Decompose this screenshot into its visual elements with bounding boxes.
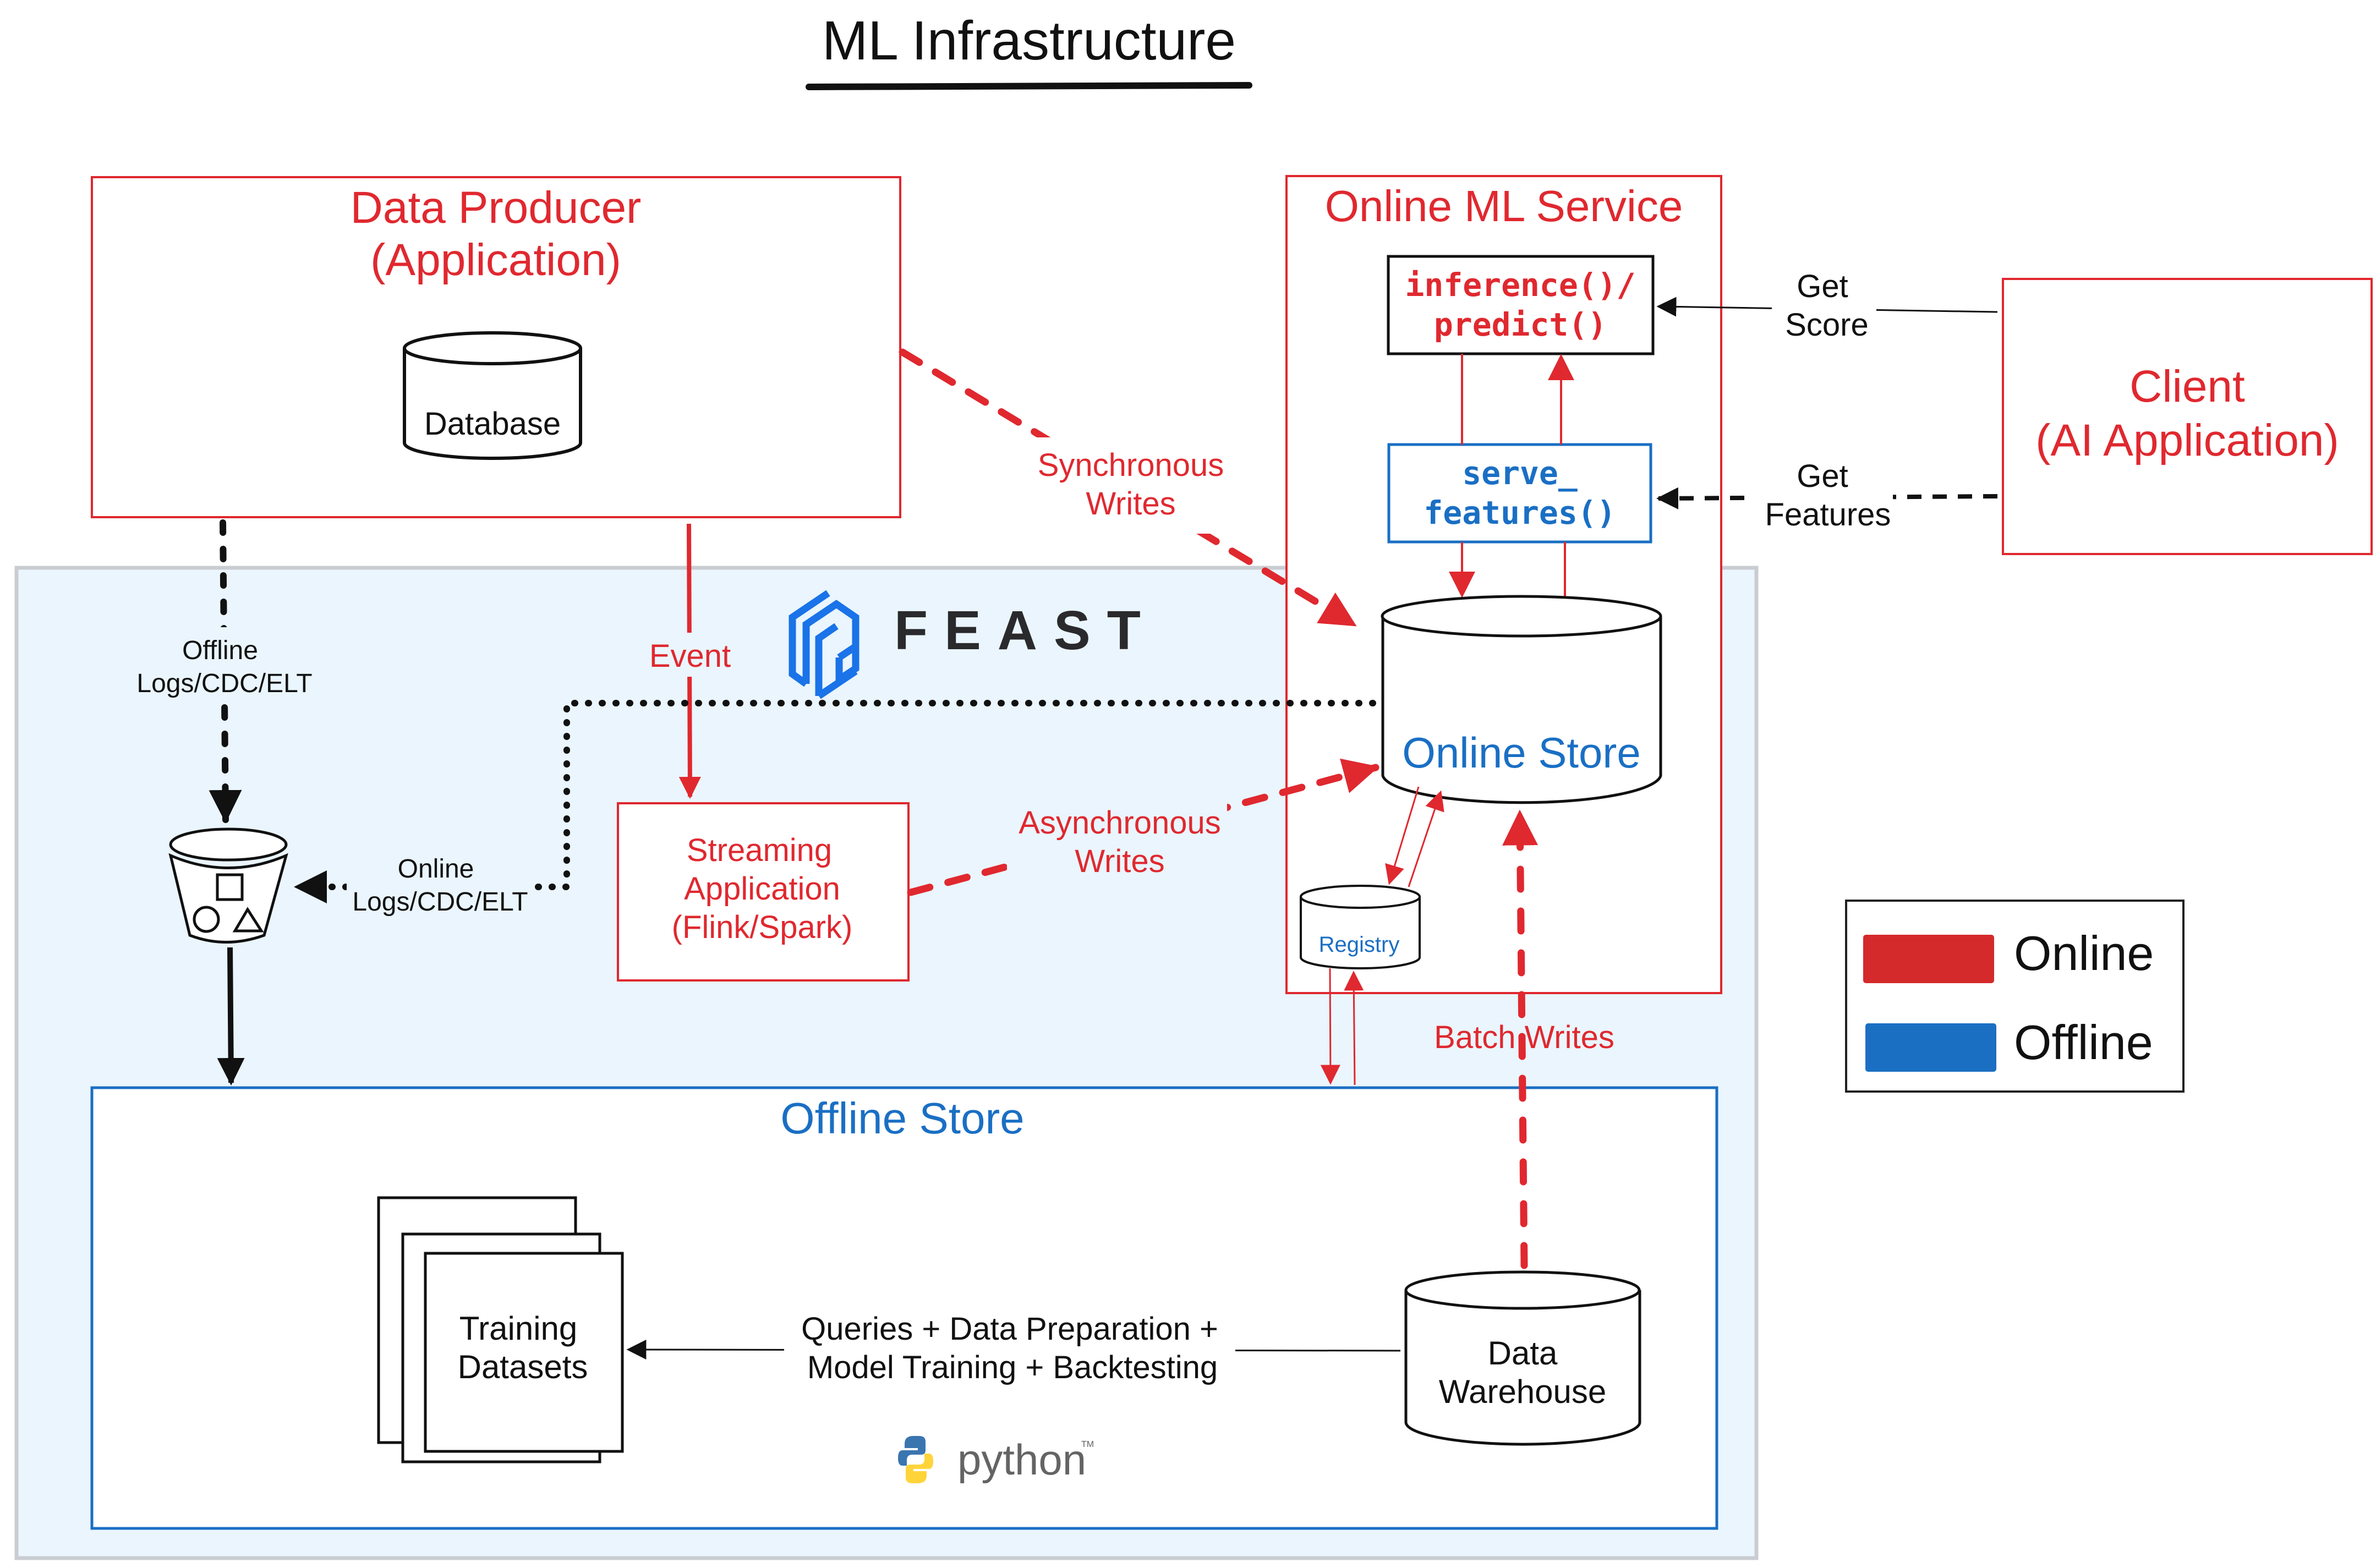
offline-logs-line1: Offline: [182, 636, 258, 665]
streaming-line1: Streaming: [687, 832, 832, 868]
diagram-title: ML Infrastructure: [822, 10, 1236, 72]
warehouse-line1: Data: [1488, 1335, 1558, 1372]
inference-line1: inference()/: [1405, 266, 1635, 304]
legend-item-offline: Offline: [1865, 1015, 2153, 1072]
client-title-line2: (AI Application): [2035, 415, 2339, 465]
synchronous-writes-arrow: [899, 348, 1357, 628]
get-features-arrow: [1656, 487, 1998, 509]
synchronous-writes-line2: Writes: [1086, 486, 1175, 522]
data-warehouse-cylinder[interactable]: Data Warehouse: [1404, 1270, 1641, 1446]
registry-cylinder[interactable]: Registry: [1300, 885, 1421, 969]
synchronous-writes-line1: Synchronous: [1038, 447, 1224, 483]
online-store-cylinder[interactable]: Online Store: [1381, 595, 1662, 804]
feast-logo-text: FEAST: [894, 600, 1157, 661]
legend-label-offline: Offline: [2014, 1015, 2153, 1070]
database-cylinder[interactable]: Database: [403, 331, 582, 460]
training-datasets-stack[interactable]: Training Datasets: [377, 1196, 624, 1463]
data-producer-title-line1: Data Producer: [351, 183, 642, 233]
client-title-line1: Client: [2129, 361, 2245, 412]
asynchronous-writes-line1: Asynchronous: [1019, 805, 1221, 841]
python-logo-tm: TM: [1081, 1440, 1094, 1449]
offline-store-to-registry-arrow: [1344, 971, 1364, 1085]
offline-store-title: Offline Store: [780, 1094, 1024, 1143]
streaming-line2: Application: [684, 871, 840, 907]
legend: Online Offline: [1845, 900, 2185, 1093]
get-features-label-line1: Get: [1797, 458, 1848, 494]
legend-item-online: Online: [1863, 926, 2154, 983]
offline-logs-arrow: [209, 519, 242, 823]
queries-line2: Model Training + Backtesting: [807, 1350, 1218, 1385]
feast-logo-icon: [789, 590, 859, 699]
offline-logs-line2: Logs/CDC/ELT: [136, 669, 312, 698]
registry-to-online-store-arrow: [1408, 790, 1444, 887]
python-logo: python TM: [898, 1435, 1094, 1484]
database-label: Database: [424, 406, 561, 442]
feast-logo: FEAST: [789, 590, 1157, 699]
data-producer-box[interactable]: Data Producer (Application) Database: [91, 176, 901, 518]
streaming-application-box[interactable]: Streaming Application (Flink/Spark): [617, 802, 910, 982]
training-line1: Training: [459, 1310, 578, 1347]
data-producer-title-line2: (Application): [370, 235, 621, 285]
inference-box[interactable]: inference()/ predict(): [1387, 255, 1655, 355]
registry-label: Registry: [1319, 933, 1400, 957]
online-store-label: Online Store: [1402, 728, 1641, 777]
online-logs-line2: Logs/CDC/ELT: [352, 887, 528, 917]
online-store-to-registry-arrow: [1385, 786, 1420, 885]
warehouse-line2: Warehouse: [1439, 1373, 1607, 1410]
online-logs-line1: Online: [398, 854, 474, 884]
batch-writes-label: Batch Writes: [1434, 1019, 1614, 1055]
client-box[interactable]: Client (AI Application): [2002, 278, 2373, 555]
legend-label-online: Online: [2014, 926, 2154, 980]
python-logo-text: python: [957, 1435, 1086, 1484]
get-score-label-line2: Score: [1785, 307, 1869, 343]
serve-features-box[interactable]: serve_ features(): [1387, 443, 1652, 544]
title-underline: [806, 82, 1252, 90]
serve-features-line1: serve_: [1462, 454, 1578, 492]
training-line2: Datasets: [458, 1348, 588, 1385]
bucket-icon[interactable]: [168, 827, 288, 944]
get-features-label-line2: Features: [1765, 497, 1891, 533]
streaming-line3: (Flink/Spark): [672, 909, 853, 945]
serve-features-line2: features(): [1424, 494, 1616, 531]
online-ml-service-title: Online ML Service: [1325, 182, 1683, 231]
bucket-to-offline-store-arrow: [217, 947, 245, 1085]
batch-writes-arrow: [1502, 809, 1539, 1269]
registry-to-offline-store-arrow: [1320, 968, 1340, 1085]
queries-line1: Queries + Data Preparation +: [801, 1311, 1218, 1347]
legend-swatch-offline: [1865, 1023, 1996, 1072]
inference-line2: predict(): [1434, 306, 1607, 343]
legend-swatch-online: [1863, 935, 1994, 983]
asynchronous-writes-line2: Writes: [1075, 843, 1164, 879]
event-label: Event: [649, 638, 731, 674]
python-snake-icon: [898, 1436, 933, 1483]
get-score-label-line1: Get: [1797, 268, 1848, 304]
